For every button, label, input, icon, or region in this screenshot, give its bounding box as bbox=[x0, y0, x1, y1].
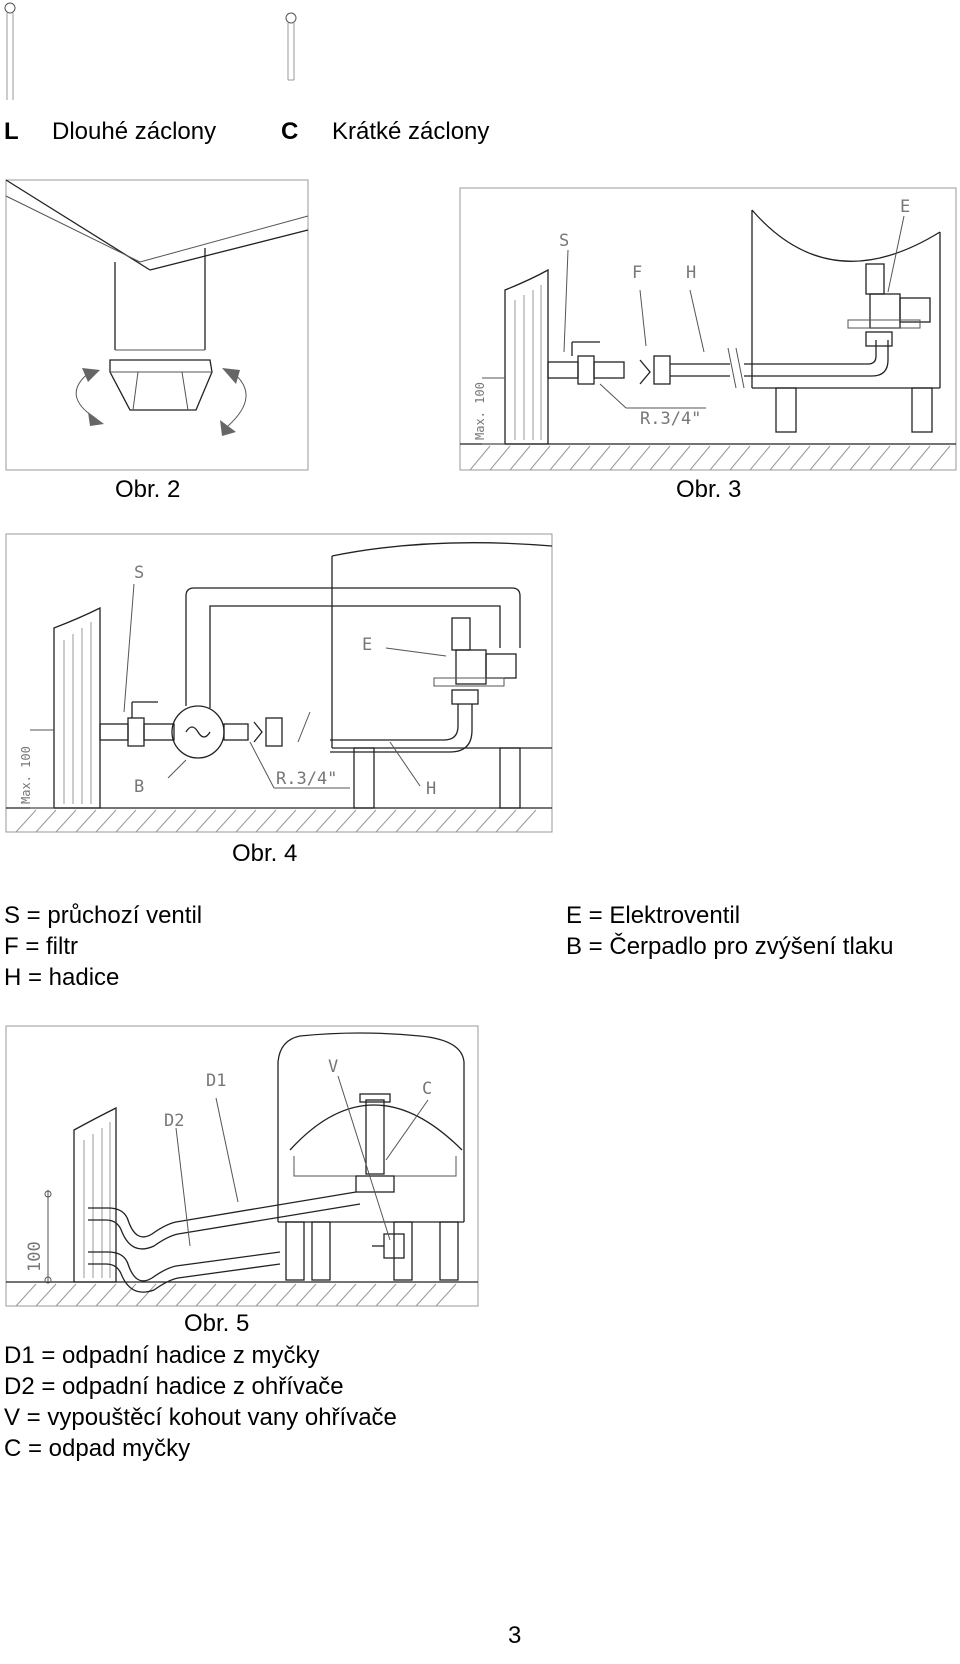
fig3-label-f: F bbox=[632, 263, 642, 283]
long-curtain-label: Dlouhé záclony bbox=[52, 118, 217, 145]
fig5-label-c: C bbox=[422, 1079, 432, 1099]
legend-d2: D2 = odpadní hadice z ohřívače bbox=[4, 1373, 344, 1400]
legend-e: E = Elektroventil bbox=[566, 902, 741, 929]
legend-d1: D1 = odpadní hadice z myčky bbox=[4, 1342, 320, 1369]
fig3-label-e: E bbox=[900, 197, 910, 217]
legend-h: H = hadice bbox=[4, 964, 120, 991]
fig4-label-h: H bbox=[426, 779, 436, 799]
curtain-symbols bbox=[4, 2, 297, 100]
legend-c: C = odpad myčky bbox=[4, 1435, 191, 1462]
fig4-label-e: E bbox=[362, 635, 372, 655]
fig5-label-v: V bbox=[328, 1057, 338, 1077]
short-curtain-label: Krátké záclony bbox=[332, 118, 490, 145]
fig3-label-h: H bbox=[686, 263, 696, 283]
legend-v: V = vypouštěcí kohout vany ohřívače bbox=[4, 1404, 397, 1431]
figure-3-caption: Obr. 3 bbox=[676, 476, 742, 503]
page-number: 3 bbox=[508, 1622, 522, 1649]
figure-5-caption: Obr. 5 bbox=[184, 1310, 250, 1337]
long-curtain-letter: L bbox=[4, 118, 19, 145]
short-curtain-icon bbox=[285, 12, 297, 24]
legend-s: S = průchozí ventil bbox=[4, 902, 203, 929]
figure-2-caption: Obr. 2 bbox=[115, 476, 181, 503]
fig4-label-s: S bbox=[134, 563, 144, 583]
fig5-label-d1: D1 bbox=[206, 1071, 226, 1091]
fig4-label-thread: R.3/4" bbox=[276, 769, 337, 789]
fig4-label-max: Max. 100 bbox=[19, 746, 33, 804]
legend-f: F = filtr bbox=[4, 933, 79, 960]
fig5-label-dim: 100 bbox=[25, 1241, 45, 1272]
long-curtain-icon bbox=[4, 2, 16, 14]
figure-4-caption: Obr. 4 bbox=[232, 840, 298, 867]
fig3-label-s: S bbox=[559, 231, 569, 251]
fig3-label-max: Max. 100 bbox=[473, 382, 487, 440]
legend-b: B = Čerpadlo pro zvýšení tlaku bbox=[566, 933, 894, 960]
fig5-label-d2: D2 bbox=[164, 1111, 184, 1131]
fig4-label-b: B bbox=[134, 777, 144, 797]
fig3-label-thread: R.3/4" bbox=[640, 409, 701, 429]
short-curtain-letter: C bbox=[281, 118, 299, 145]
